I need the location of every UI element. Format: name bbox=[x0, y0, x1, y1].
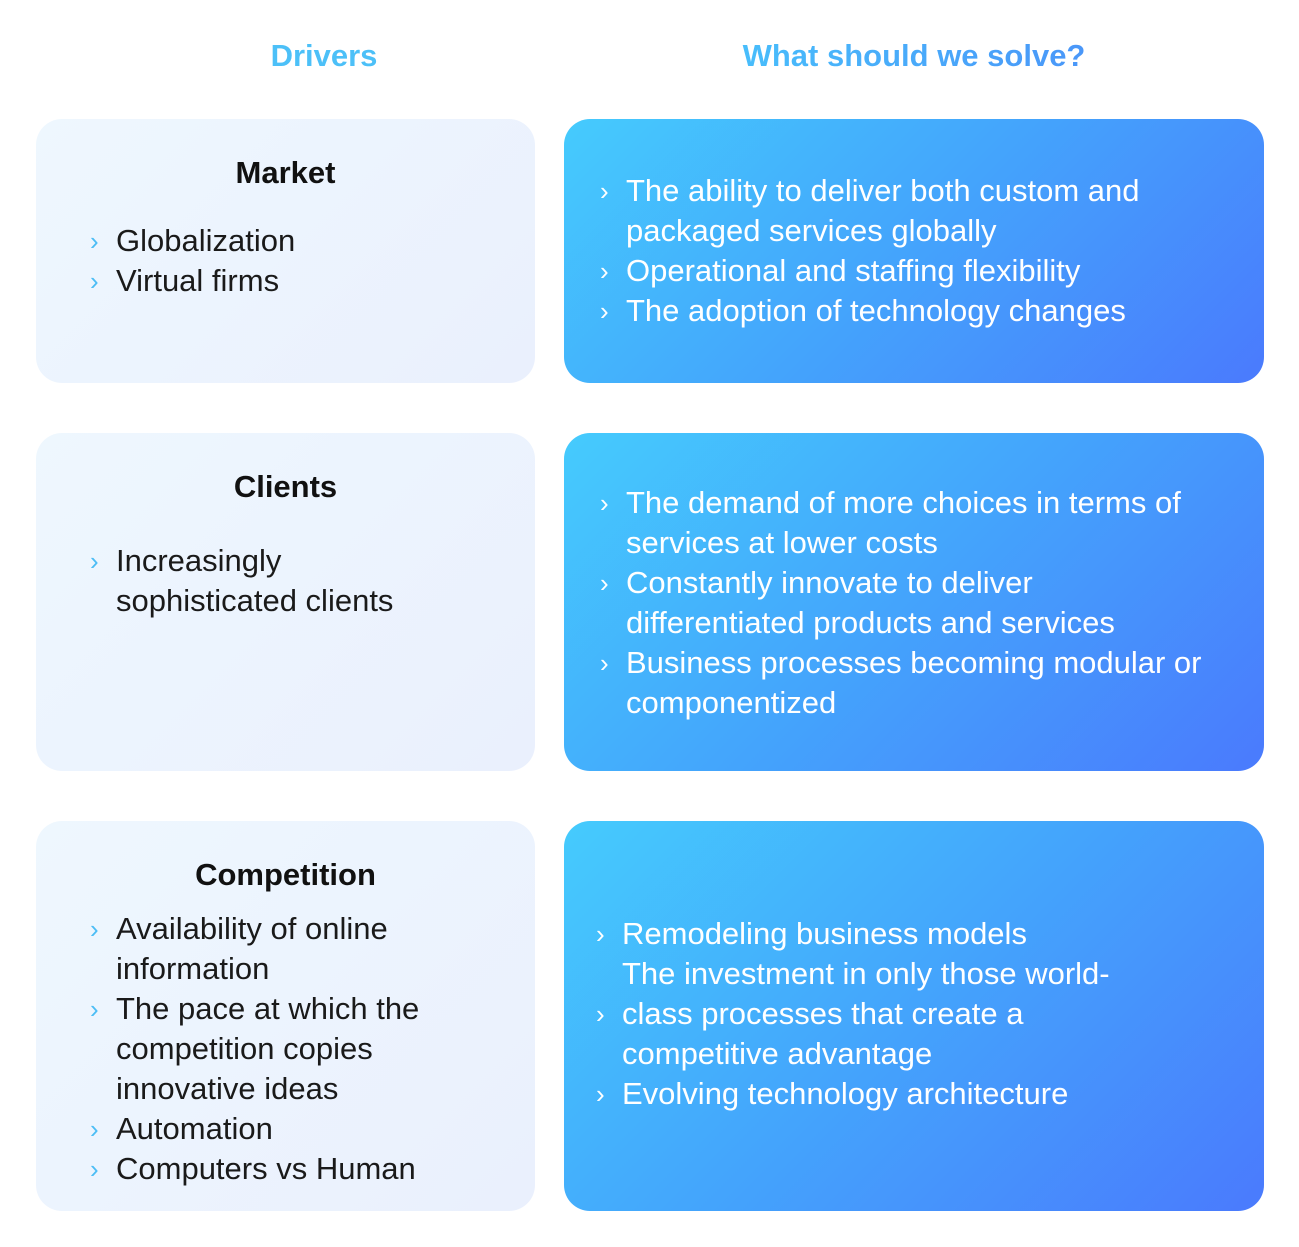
item-text: Increasingly sophisticated clients bbox=[116, 543, 394, 618]
chevron-right-icon: › bbox=[90, 1114, 99, 1144]
item-text: Business processes becoming modular or c… bbox=[626, 645, 1202, 720]
list-item: › Remodeling business models bbox=[596, 914, 1174, 954]
list-item: › Computers vs Human bbox=[90, 1149, 450, 1189]
driver-card-competition: Competition › Availability of online info… bbox=[36, 821, 535, 1211]
chevron-right-icon: › bbox=[596, 999, 605, 1029]
solve-header: What should we solve? bbox=[664, 38, 1164, 74]
item-text: The pace at which the competition copies… bbox=[116, 991, 420, 1106]
list-item: › Globalization bbox=[90, 221, 535, 261]
driver-list: › Increasingly sophisticated clients bbox=[90, 541, 420, 621]
item-text: Constantly innovate to deliver different… bbox=[626, 565, 1115, 640]
item-text: Globalization bbox=[116, 223, 296, 258]
chevron-right-icon: › bbox=[596, 1079, 605, 1109]
driver-list: › Availability of online information › The… bbox=[90, 909, 450, 1189]
drivers-header: Drivers bbox=[270, 38, 378, 73]
item-text: Automation bbox=[116, 1111, 273, 1146]
solve-list: › The ability to deliver both custom and … bbox=[600, 171, 1204, 331]
driver-title: Competition bbox=[195, 857, 376, 892]
list-item: › Virtual firms bbox=[90, 261, 535, 301]
item-text: The ability to deliver both custom and p… bbox=[626, 173, 1140, 248]
item-text: Virtual firms bbox=[116, 263, 280, 298]
chevron-right-icon: › bbox=[90, 266, 99, 296]
driver-title: Market bbox=[235, 155, 336, 190]
solve-card-market: › The ability to deliver both custom and … bbox=[564, 119, 1264, 383]
item-text: The adoption of technology changes bbox=[626, 293, 1126, 328]
list-item: › Evolving technology architecture bbox=[596, 1074, 1174, 1114]
solve-list: › The demand of more choices in terms of … bbox=[600, 483, 1204, 723]
chevron-right-icon: › bbox=[600, 296, 609, 326]
item-text: Computers vs Human bbox=[116, 1151, 416, 1186]
chevron-right-icon: › bbox=[90, 226, 99, 256]
list-item: › Availability of online information bbox=[90, 909, 450, 989]
solve-card-clients: › The demand of more choices in terms of … bbox=[564, 433, 1264, 771]
item-text: Availability of online information bbox=[116, 911, 388, 986]
chevron-right-icon: › bbox=[600, 176, 609, 206]
item-text: Operational and staffing flexibility bbox=[626, 253, 1081, 288]
list-item: › Automation bbox=[90, 1109, 450, 1149]
chevron-right-icon: › bbox=[600, 256, 609, 286]
item-text: The demand of more choices in terms of s… bbox=[626, 485, 1181, 560]
list-item: › Operational and staffing flexibility bbox=[600, 251, 1204, 291]
driver-title: Clients bbox=[233, 469, 338, 504]
chevron-right-icon: › bbox=[90, 546, 99, 576]
list-item: › Business processes becoming modular or … bbox=[600, 643, 1204, 723]
driver-list: › Globalization › Virtual firms bbox=[90, 221, 535, 301]
list-item: › The pace at which the competition copie… bbox=[90, 989, 450, 1109]
chevron-right-icon: › bbox=[90, 994, 99, 1024]
chevron-right-icon: › bbox=[90, 1154, 99, 1184]
driver-card-clients: Clients › Increasingly sophisticated clie… bbox=[36, 433, 535, 771]
chevron-right-icon: › bbox=[600, 648, 609, 678]
driver-card-market: Market › Globalization › Virtual firms bbox=[36, 119, 535, 383]
list-item: › The ability to deliver both custom and … bbox=[600, 171, 1204, 251]
list-item: › The demand of more choices in terms of … bbox=[600, 483, 1204, 563]
item-text: The investment in only those world-class… bbox=[622, 956, 1110, 1071]
chevron-right-icon: › bbox=[596, 919, 605, 949]
chevron-right-icon: › bbox=[90, 914, 99, 944]
chevron-right-icon: › bbox=[600, 568, 609, 598]
solve-list: › Remodeling business models › The investm… bbox=[596, 914, 1174, 1114]
chevron-right-icon: › bbox=[600, 488, 609, 518]
item-text: Remodeling business models bbox=[622, 916, 1027, 951]
item-text: Evolving technology architecture bbox=[622, 1076, 1069, 1111]
list-item: › Constantly innovate to deliver differen… bbox=[600, 563, 1204, 643]
list-item: › Increasingly sophisticated clients bbox=[90, 541, 420, 621]
list-item: › The adoption of technology changes bbox=[600, 291, 1204, 331]
list-item: › The investment in only those world-clas… bbox=[596, 954, 1174, 1074]
solve-card-competition: › Remodeling business models › The investm… bbox=[564, 821, 1264, 1211]
